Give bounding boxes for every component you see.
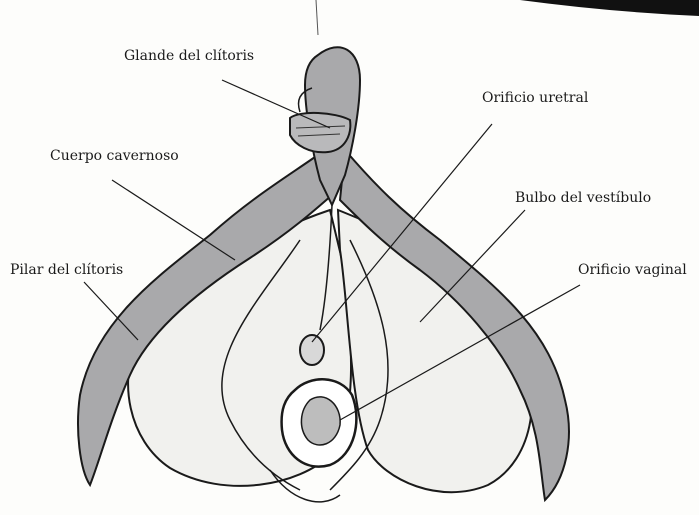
leader-cuerpo: [112, 180, 235, 260]
label-vaginal: Orificio vaginal: [578, 262, 687, 278]
glans: [290, 113, 350, 152]
scan-edge: [520, 0, 699, 16]
label-pilar: Pilar del clítoris: [10, 262, 123, 278]
label-uretral: Orificio uretral: [482, 90, 588, 106]
vaginal-orifice-inner: [301, 397, 340, 445]
label-glande: Glande del clítoris: [124, 48, 254, 64]
label-bulbo: Bulbo del vestíbulo: [515, 190, 651, 206]
urethral-orifice: [300, 335, 324, 365]
label-cuerpo: Cuerpo cavernoso: [50, 148, 179, 164]
scan-stroke: [316, 0, 318, 35]
